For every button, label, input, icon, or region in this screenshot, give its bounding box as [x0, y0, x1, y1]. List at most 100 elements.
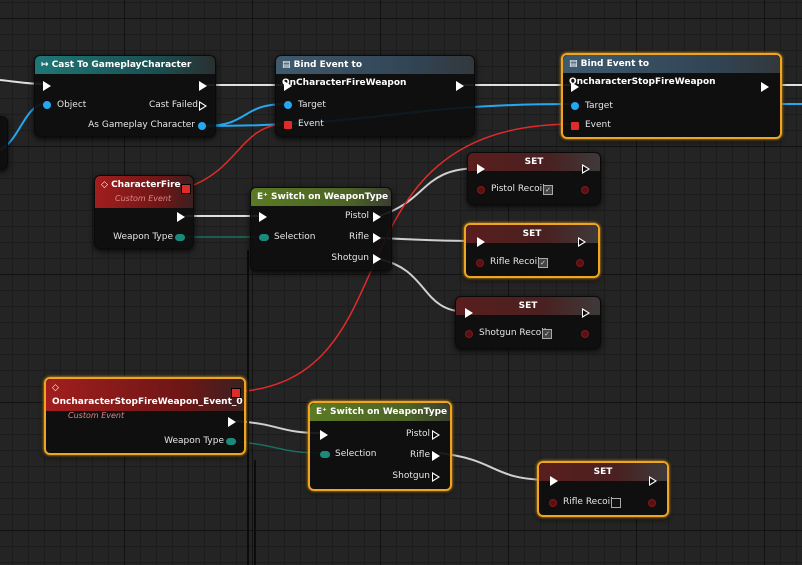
cast-as-pin[interactable] — [198, 122, 206, 130]
set-shotgun-exec-out[interactable] — [582, 308, 590, 318]
bind-fire-target-label: Target — [298, 100, 326, 110]
cast-exec-in[interactable] — [43, 81, 51, 91]
bind-fire-node[interactable]: ▤ Bind Event to OnCharacterFireWeapon Ta… — [275, 55, 475, 137]
cast-node-header: ↦ Cast To GameplayCharacter — [35, 56, 215, 74]
set-shotgun-header: SET — [456, 297, 600, 315]
switch-1-pistol-label: Pistol — [345, 211, 369, 221]
switch-icon: E⁺ — [257, 192, 272, 202]
stop-fire-delegate-pin[interactable] — [231, 388, 241, 398]
offscreen-node[interactable] — [0, 116, 8, 170]
bind-stop-event-pin[interactable] — [571, 122, 579, 130]
switch-1-selection-pin[interactable] — [259, 234, 269, 241]
set-rifle-2-exec-in[interactable] — [550, 476, 558, 486]
switch-1-shotgun-exec[interactable] — [373, 254, 381, 264]
set-pistol-checkbox[interactable]: ✓ — [543, 185, 553, 195]
bind-fire-event-label: Event — [298, 119, 324, 129]
set-rifle-checkbox[interactable]: ✓ — [538, 258, 548, 268]
set-shotgun-checkbox[interactable]: ✓ — [542, 329, 552, 339]
switch-1-exec-in[interactable] — [259, 212, 267, 222]
switch-node-2[interactable]: E⁺ Switch on WeaponType Selection Pistol… — [308, 401, 452, 491]
character-fire-exec-out[interactable] — [177, 212, 185, 222]
set-shotgun-input-pin[interactable] — [465, 330, 473, 338]
exec-wire-rifle-2 — [438, 452, 553, 481]
switch-node-1[interactable]: E⁺ Switch on WeaponType Selection Pistol… — [250, 187, 392, 271]
set-rifle-label: Rifle Recoil — [490, 257, 540, 267]
cast-object-pin[interactable] — [43, 101, 51, 109]
set-shotgun-exec-in[interactable] — [465, 308, 473, 318]
stop-fire-header: ◇ OncharacterStopFireWeapon_Event_0 Cust… — [46, 379, 244, 420]
bind-stop-event-label: Event — [585, 120, 611, 130]
set-pistol-header: SET — [468, 153, 600, 171]
bind-fire-header: ▤ Bind Event to OnCharacterFireWeapon — [276, 56, 474, 88]
set-rifle-2-label: Rifle Recoil — [563, 497, 613, 507]
set-pistol-input-pin[interactable] — [477, 186, 485, 194]
switch-2-rifle-exec[interactable] — [432, 451, 440, 461]
cast-exec-out[interactable] — [199, 81, 207, 91]
switch-2-exec-in[interactable] — [320, 430, 328, 440]
set-pistol-output-pin[interactable] — [581, 186, 589, 194]
set-rifle-2-exec-out[interactable] — [649, 476, 657, 486]
switch-2-title: Switch on WeaponType — [330, 407, 448, 417]
switch-1-header: E⁺ Switch on WeaponType — [251, 188, 391, 206]
bind-stop-exec-in[interactable] — [571, 82, 579, 92]
switch-1-pistol-exec[interactable] — [373, 212, 381, 222]
character-fire-weapon-type-pin[interactable] — [175, 234, 185, 241]
character-fire-event-node[interactable]: ◇ CharacterFire Custom Event Weapon Type — [94, 175, 194, 249]
set-pistol-exec-out[interactable] — [582, 164, 590, 174]
custom-event-diamond-icon: ◇ — [52, 383, 59, 393]
set-pistol-node[interactable]: SET Pistol Recoil ✓ — [467, 152, 601, 205]
switch-1-title: Switch on WeaponType — [271, 192, 389, 202]
set-rifle-node[interactable]: SET Rifle Recoil ✓ — [464, 223, 600, 278]
switch-2-header: E⁺ Switch on WeaponType — [310, 403, 450, 421]
set-rifle-2-output-pin[interactable] — [648, 499, 656, 507]
set-rifle-2-node[interactable]: SET Rifle Recoil — [537, 461, 669, 517]
character-fire-title: CharacterFire — [111, 180, 181, 190]
cast-as-label: As Gameplay Character — [88, 120, 195, 130]
set-shotgun-output-pin[interactable] — [581, 330, 589, 338]
bind-fire-event-pin[interactable] — [284, 121, 292, 129]
set-rifle-input-pin[interactable] — [476, 259, 484, 267]
set-rifle-output-pin[interactable] — [576, 259, 584, 267]
character-fire-subtitle: Custom Event — [115, 194, 172, 203]
set-rifle-2-checkbox[interactable] — [611, 498, 621, 508]
stop-fire-weapon-type-label: Weapon Type — [164, 436, 224, 446]
character-fire-delegate-pin[interactable] — [181, 184, 191, 194]
set-rifle-exec-out[interactable] — [578, 237, 586, 247]
exec-wire-shotgun — [378, 258, 469, 313]
switch-1-rifle-label: Rifle — [349, 232, 369, 242]
set-rifle-2-header: SET — [539, 463, 667, 481]
bind-fire-exec-out[interactable] — [456, 81, 464, 91]
set-pistol-label: Pistol Recoil — [491, 184, 545, 194]
cast-object-label: Object — [57, 100, 87, 110]
bind-event-icon: ▤ — [282, 60, 294, 70]
set-rifle-2-input-pin[interactable] — [549, 499, 557, 507]
switch-2-shotgun-label: Shotgun — [392, 471, 430, 481]
set-rifle-header: SET — [466, 225, 598, 243]
stop-fire-event-node[interactable]: ◇ OncharacterStopFireWeapon_Event_0 Cust… — [44, 377, 246, 455]
bind-stop-target-label: Target — [585, 101, 613, 111]
bind-fire-target-pin[interactable] — [284, 101, 292, 109]
bind-fire-exec-in[interactable] — [284, 81, 292, 91]
switch-2-selection-pin[interactable] — [320, 451, 330, 458]
bind-stop-exec-out[interactable] — [761, 82, 769, 92]
set-rifle-exec-in[interactable] — [477, 237, 485, 247]
bind-stop-node[interactable]: ▤ Bind Event to OncharacterStopFireWeapo… — [561, 53, 782, 139]
cast-failed-exec[interactable] — [199, 101, 207, 111]
stop-fire-title: OncharacterStopFireWeapon_Event_0 — [52, 397, 243, 407]
character-fire-weapon-type-label: Weapon Type — [113, 232, 173, 242]
switch-2-shotgun-exec[interactable] — [432, 472, 440, 482]
switch-2-pistol-label: Pistol — [406, 429, 430, 439]
set-shotgun-node[interactable]: SET Shotgun Recoil ✓ — [455, 296, 601, 349]
bind-stop-target-pin[interactable] — [571, 102, 579, 110]
stop-fire-weapon-type-pin[interactable] — [226, 438, 236, 445]
switch-1-rifle-exec[interactable] — [373, 233, 381, 243]
exec-wire-pistol — [378, 167, 482, 217]
stop-fire-exec-out[interactable] — [228, 417, 236, 427]
switch-2-selection-label: Selection — [335, 449, 377, 459]
object-wire-1 — [203, 103, 287, 127]
bind-event-icon: ▤ — [569, 59, 581, 69]
cast-node[interactable]: ↦ Cast To GameplayCharacter Object Cast … — [34, 55, 216, 137]
set-pistol-exec-in[interactable] — [477, 164, 485, 174]
switch-1-shotgun-label: Shotgun — [331, 253, 369, 263]
switch-2-pistol-exec[interactable] — [432, 430, 440, 440]
